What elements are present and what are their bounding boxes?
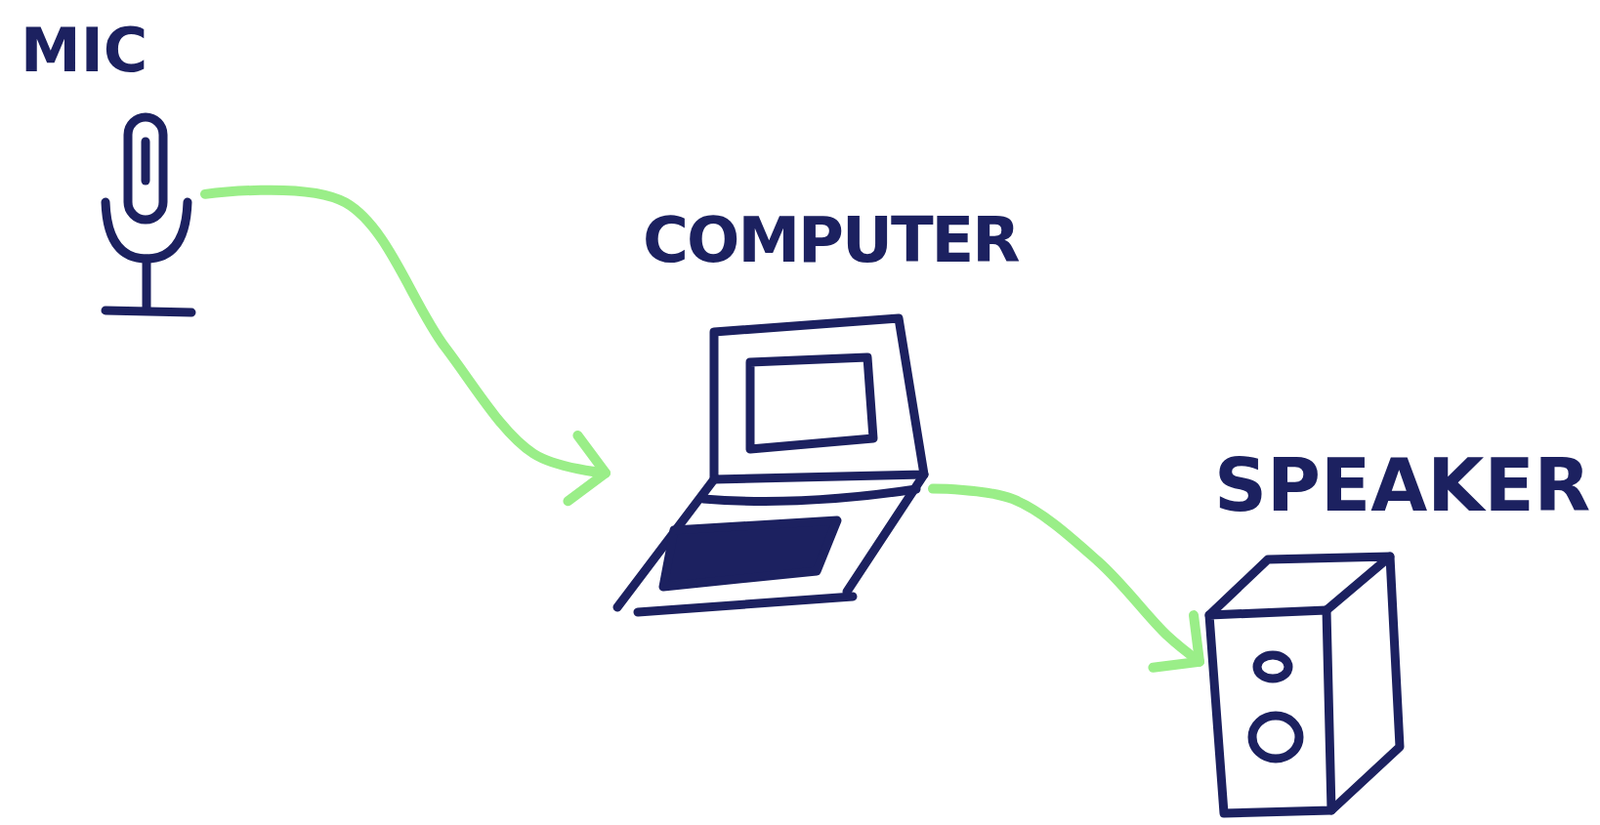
arrow-line (932, 489, 1200, 663)
icon-stroke (750, 357, 874, 450)
node-heading: MIC (20, 20, 148, 82)
icon-stroke (1209, 610, 1332, 814)
microphone-icon-outline (97, 112, 206, 323)
laptop-icon: COMPUTER (605, 307, 933, 621)
icon-stroke (1257, 655, 1289, 679)
speaker-icon: SPEAKER (1199, 551, 1420, 821)
speaker-icon-outline (1199, 551, 1420, 821)
node-heading: SPEAKER (1214, 449, 1591, 523)
icon-stroke (1209, 556, 1390, 616)
icon-stroke (105, 310, 192, 313)
icon-stroke (714, 318, 925, 480)
icon-stroke (141, 141, 151, 181)
icon-stroke (637, 596, 853, 613)
arrow-line (205, 190, 606, 474)
laptop-icon-outline (605, 307, 933, 621)
signal-arrow (932, 489, 1200, 669)
arrow-head (1152, 615, 1200, 669)
icon-stroke (663, 520, 838, 588)
icon-stroke (703, 489, 917, 502)
icon-stroke (1331, 556, 1400, 811)
signal-arrow (205, 190, 606, 503)
arrow-head (567, 435, 606, 502)
icon-stroke (127, 117, 164, 220)
icon-stroke (105, 202, 188, 259)
icon-stroke (1252, 715, 1300, 759)
node-heading: COMPUTER (642, 209, 1019, 272)
microphone-icon: MIC (97, 112, 206, 323)
icon-stroke (142, 258, 152, 308)
